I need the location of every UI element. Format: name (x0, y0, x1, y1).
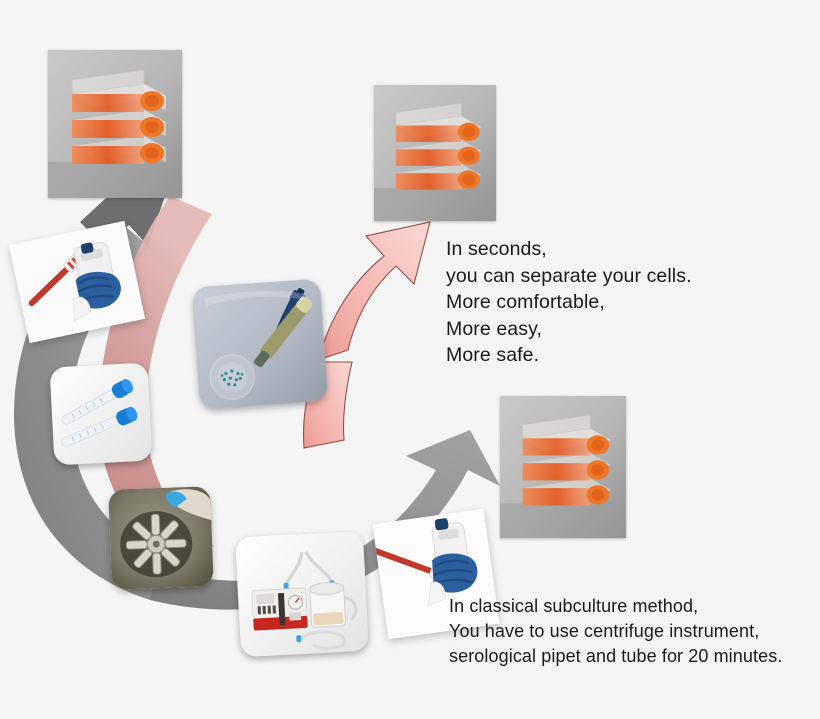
serological-pipets-icon (50, 363, 152, 465)
flask-stack-icon (500, 396, 626, 538)
centrifuge-instrument-icon (235, 531, 369, 657)
pipet-controller-icon (8, 220, 146, 344)
pipet-controller-icon (372, 508, 500, 640)
annotation-classical-method: In classical subculture method, You have… (449, 596, 783, 666)
centrifuge-rotor-icon (108, 486, 214, 590)
tile-pipet-controller-card-right[interactable] (372, 508, 500, 640)
flask-stack-icon (48, 50, 182, 198)
tile-flask-stack-top-left[interactable] (48, 50, 182, 198)
tile-flask-stack-bottom-right[interactable] (500, 396, 626, 538)
separation-device-icon (192, 279, 328, 409)
flask-stack-icon (374, 85, 496, 221)
tile-separation-device[interactable] (191, 278, 329, 410)
tile-flask-stack-top-right[interactable] (374, 85, 496, 221)
tile-centrifuge-instrument[interactable] (234, 530, 370, 658)
tile-centrifuge-rotor[interactable] (108, 486, 214, 590)
tile-pipet-controller-card-left[interactable] (8, 220, 146, 344)
tile-serological-pipets[interactable] (49, 362, 153, 466)
annotation-fast-method: In seconds, you can separate your cells.… (446, 238, 692, 366)
